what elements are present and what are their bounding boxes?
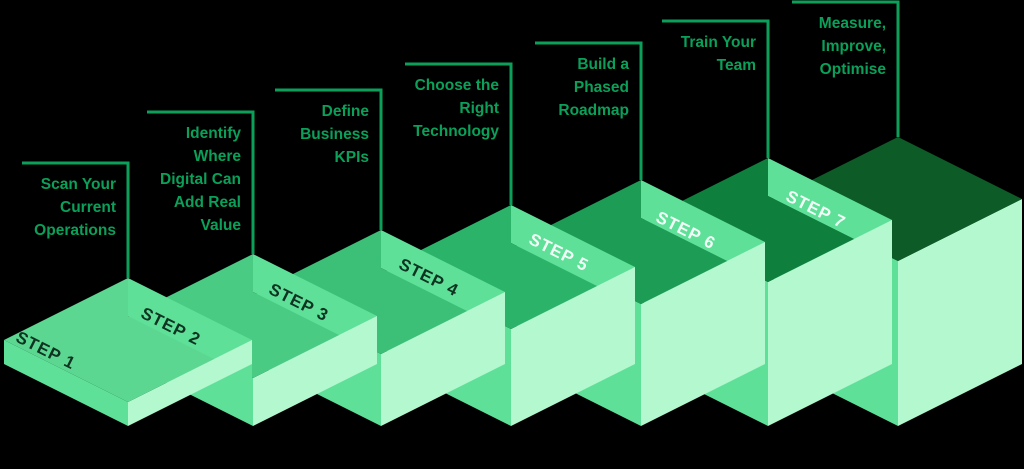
step-7-title-line: Optimise [820,61,887,78]
step-3-southeast-face [381,292,505,426]
step-7-riser-band [768,158,892,258]
step-2-title-line: Digital Can [160,171,241,188]
step-6-southeast-face [768,220,892,426]
step-1-pointer-line [22,161,130,278]
step-7-southeast-face [898,199,1022,426]
step-1-southwest-face [4,340,128,426]
step-2-southeast-face [253,316,377,426]
step-2-title-line: Where [194,148,242,165]
step-2-title-line: Add Real [174,194,241,211]
step-4-riser-band [381,230,505,330]
step-6-title-line: Team [717,57,756,74]
step-7-title-line: Improve, [821,38,886,55]
step-1-title-line: Scan Your [41,176,116,193]
step-2-riser-band [128,278,252,378]
step-5-title-line: Phased [574,79,629,96]
step-6-top-face [644,158,854,282]
step-3-title-line: KPIs [335,149,369,166]
step-1-southeast-face [128,340,252,426]
step-2-title-line: Value [201,217,242,234]
step-5-southeast-face [641,242,765,426]
step-4-top-face [387,205,597,329]
step-5-title-line: Build a [577,56,629,73]
step-5-top-face [517,180,727,304]
step-3-top-face [257,230,467,354]
step-3-riser-band [253,254,377,354]
step-4-title-line: Choose the [415,77,500,94]
step-7-title: Measure, Improve, Optimise [819,15,887,78]
step-5-pointer-line [535,41,643,180]
step-3-pointer-line [275,88,383,230]
step-2-pointer-line [147,110,255,254]
step-1-title-line: Current [60,199,116,216]
step-4-title-line: Right [459,100,499,117]
step-1-top-face [4,278,214,402]
step-3-title-line: Business [300,126,369,143]
step-5-title-line: Roadmap [558,102,629,119]
step-6-riser-band [641,180,765,280]
step-6-pointer-line [662,19,770,158]
step-7-title-line: Measure, [819,15,886,32]
step-7-pointer-line [792,0,900,137]
step-4-pointer-line [405,62,513,205]
step-1-title-line: Operations [34,222,116,239]
step-3-title-line: Define [322,103,370,120]
step-4-title-line: Technology [413,123,499,140]
step-4-southeast-face [511,267,635,426]
step-5-riser-band [511,205,635,305]
step-2-title-line: Identify [186,125,241,142]
step-6-title-line: Train Your [681,34,756,51]
step-2-top-face [129,254,339,378]
